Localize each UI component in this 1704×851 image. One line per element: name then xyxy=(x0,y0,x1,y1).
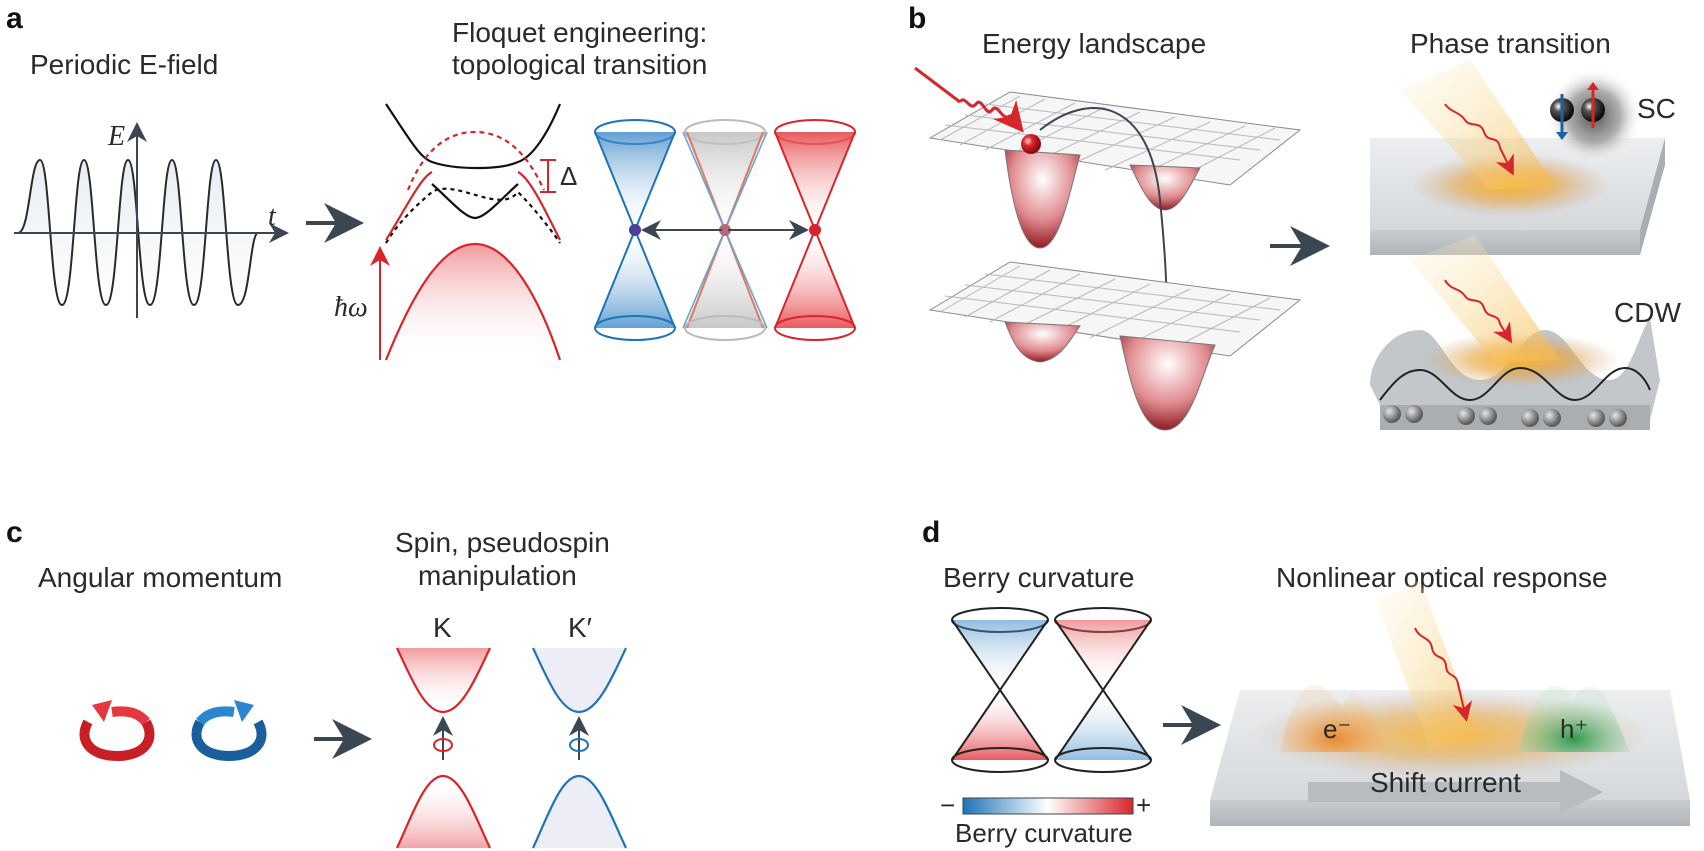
upper-band-red xyxy=(406,130,545,191)
photon-energy-label: ħω xyxy=(334,292,368,323)
panel-c-letter: c xyxy=(6,516,23,549)
sc-label: SC xyxy=(1637,93,1676,124)
spin-title-line2: manipulation xyxy=(418,560,577,591)
berry-curvature-title: Berry curvature xyxy=(943,562,1134,593)
t-axis-label: t xyxy=(268,201,277,232)
cdw-label: CDW xyxy=(1614,297,1681,328)
light-pulse-b xyxy=(914,66,1020,128)
gapped-band-black xyxy=(431,183,519,220)
lower-band-black xyxy=(385,187,561,244)
particle xyxy=(1021,134,1041,154)
cdw-slab xyxy=(1370,235,1660,430)
shift-current-slab xyxy=(1210,580,1690,826)
nonlinear-response-title: Nonlinear optical response xyxy=(1276,562,1608,593)
gap-label: Δ xyxy=(560,161,577,191)
scale-minus-label: − xyxy=(940,790,955,820)
berry-cone-left xyxy=(951,607,1049,773)
valley-k-bands xyxy=(396,647,491,849)
angular-momentum-title: Angular momentum xyxy=(38,562,282,593)
berry-color-scale xyxy=(962,797,1134,815)
shift-current-label: Shift current xyxy=(1370,767,1521,798)
sc-slab xyxy=(1370,60,1665,255)
spin-title-line1: Spin, pseudospin xyxy=(395,527,610,558)
upper-band-black xyxy=(385,103,562,170)
energy-landscape-lower xyxy=(928,261,1302,431)
panel-c: c Angular momentum Spin, pseudospin mani… xyxy=(6,516,627,849)
valley-k-label: K xyxy=(433,612,452,643)
panel-d: d Berry curvature Nonlinear optical resp… xyxy=(922,516,1690,848)
dirac-cone-red xyxy=(774,119,856,341)
electron-label: e⁻ xyxy=(1323,714,1351,744)
panel-a-letter: a xyxy=(6,2,23,35)
scale-plus-label: + xyxy=(1136,790,1151,820)
floquet-title-line2: topological transition xyxy=(452,49,707,80)
dirac-cone-grey xyxy=(682,119,768,341)
red-circular-arrow-icon xyxy=(79,700,155,762)
phase-transition-title: Phase transition xyxy=(1410,28,1611,59)
valley-kprime-label: K′ xyxy=(568,612,592,643)
replica-band-line xyxy=(384,242,562,361)
energy-landscape-upper xyxy=(928,91,1302,249)
panel-d-letter: d xyxy=(922,516,940,549)
panel-b: b Energy landscape Phase transition xyxy=(908,2,1681,431)
floquet-red-band xyxy=(385,171,561,241)
blue-circular-arrow-icon xyxy=(191,700,267,762)
panel-b-letter: b xyxy=(908,2,926,35)
scale-title: Berry curvature xyxy=(955,818,1133,848)
energy-landscape-title: Energy landscape xyxy=(982,28,1206,59)
valley-kprime-bands xyxy=(532,647,627,849)
e-axis-label: E xyxy=(107,121,125,152)
dirac-cone-blue xyxy=(594,119,676,341)
hole-label: h⁺ xyxy=(1560,714,1588,744)
periodic-field-title: Periodic E-field xyxy=(30,49,218,80)
replica-band xyxy=(386,244,560,360)
berry-cone-right xyxy=(1054,607,1152,773)
floquet-title-line1: Floquet engineering: xyxy=(452,17,707,48)
panel-a: a Periodic E-field Floquet engineering: … xyxy=(6,2,856,361)
